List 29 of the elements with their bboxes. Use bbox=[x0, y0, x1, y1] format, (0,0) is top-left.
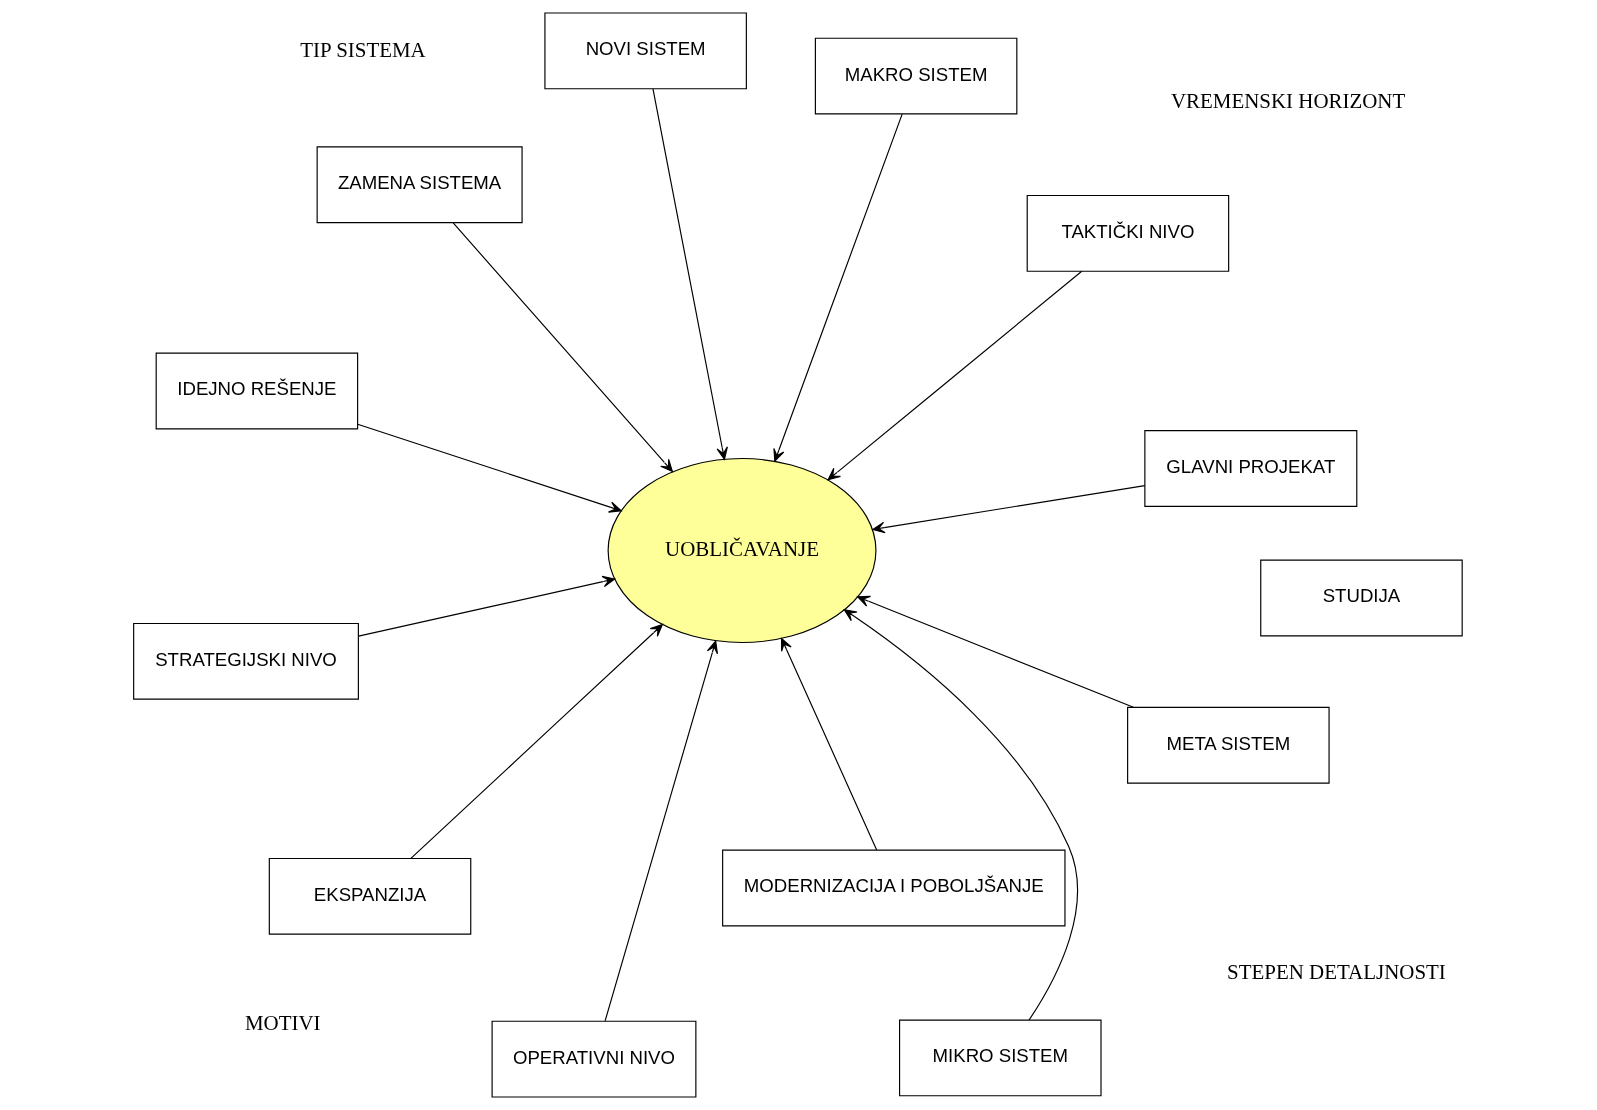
node-box: OPERATIVNI NIVO bbox=[491, 1020, 697, 1098]
node-box: MIKRO SISTEM bbox=[899, 1019, 1102, 1097]
label: VREMENSKI HORIZONT bbox=[1170, 88, 1406, 113]
arrow bbox=[452, 222, 673, 473]
node-box: TAKTIČKI NIVO bbox=[1026, 194, 1230, 272]
node-box: GLAVNI PROJEKAT bbox=[1144, 430, 1358, 507]
arrow bbox=[872, 485, 1146, 534]
arrow bbox=[827, 270, 1083, 481]
arrow bbox=[857, 595, 1134, 708]
node-box: MAKRO SISTEM bbox=[814, 37, 1018, 115]
arrow bbox=[652, 88, 728, 460]
node-box: NOVI SISTEM bbox=[544, 12, 747, 90]
arrow bbox=[358, 575, 616, 637]
arrow bbox=[773, 113, 903, 462]
node-box: ZAMENA SISTEMA bbox=[316, 146, 523, 224]
node-box: EKSPANZIJA bbox=[268, 857, 472, 935]
arrow bbox=[843, 609, 1079, 1021]
arrow bbox=[410, 624, 663, 859]
arrow bbox=[781, 637, 878, 851]
label: STEPEN DETALJNOSTI bbox=[1227, 959, 1446, 984]
node-box: IDEJNO REŠENJE bbox=[155, 352, 359, 430]
label: TIP SISTEMA bbox=[300, 37, 426, 62]
label: MOTIVI bbox=[244, 1010, 321, 1035]
node-box: STRATEGIJSKI NIVO bbox=[133, 622, 359, 700]
arrow bbox=[604, 640, 719, 1022]
node-box: MODERNIZACIJA I POBOLJŠANJE bbox=[722, 849, 1066, 927]
node-box: STUDIJA bbox=[1260, 559, 1463, 637]
arrow bbox=[357, 423, 622, 513]
node-box: META SISTEM bbox=[1127, 706, 1330, 784]
